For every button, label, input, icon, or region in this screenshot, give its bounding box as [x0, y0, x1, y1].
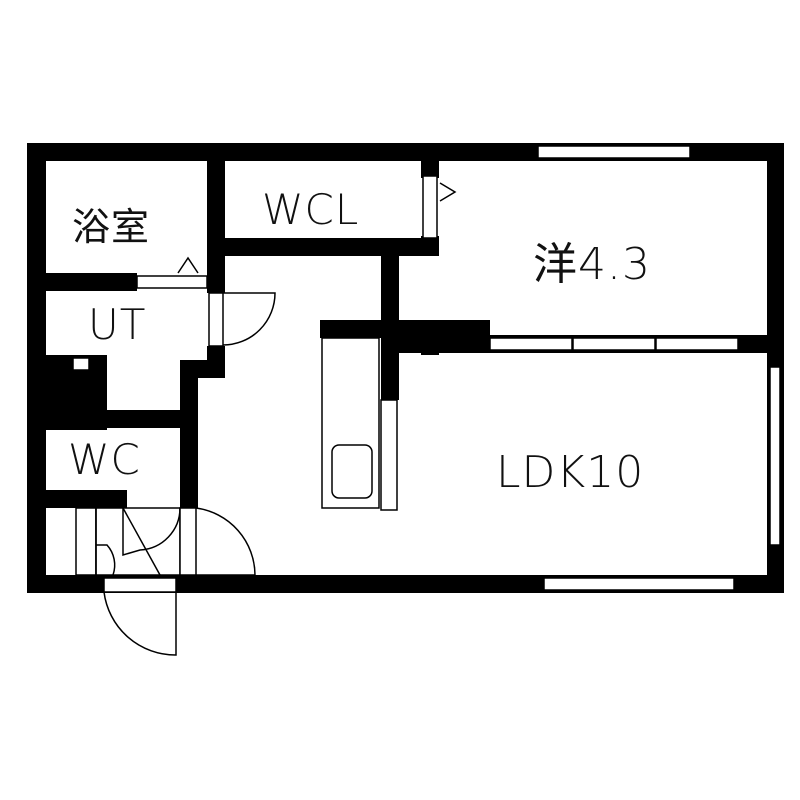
room-label-western-room: 洋4.3	[533, 239, 651, 290]
doors	[72, 175, 457, 656]
room-label-bath: 浴室	[72, 205, 151, 249]
room-label-ut: UT	[88, 300, 147, 349]
windows	[136, 145, 781, 591]
room-label-ldk: LDK10	[496, 447, 645, 498]
room-label-wcl: WCL	[262, 185, 360, 234]
room-label-wc: WC	[68, 435, 141, 484]
